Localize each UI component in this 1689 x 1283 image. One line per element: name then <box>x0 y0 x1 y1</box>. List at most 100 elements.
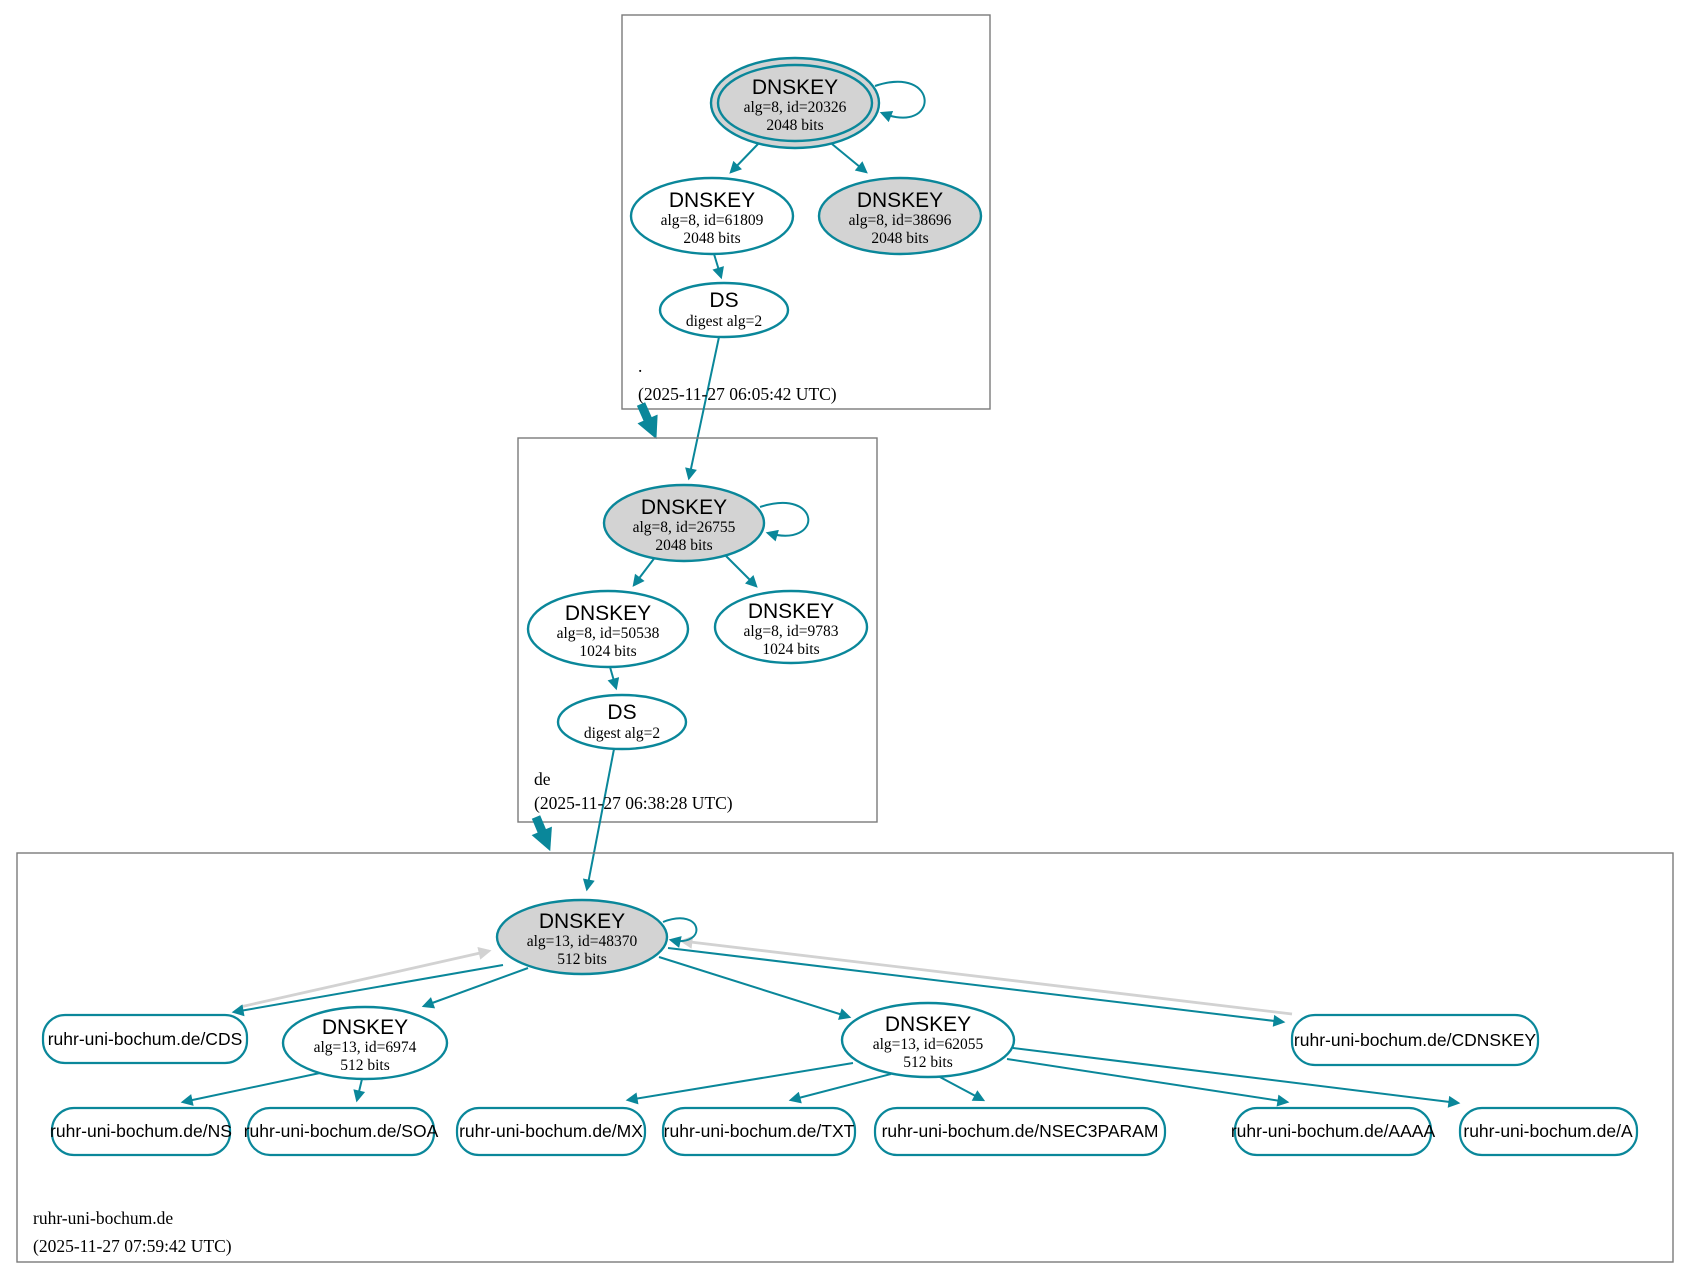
node-title: DNSKEY <box>565 602 651 625</box>
dnskey-62055-ellipse <box>840 1001 1016 1079</box>
rrset-node-cdnskey[interactable]: ruhr-uni-bochum.de/CDNSKEY <box>1290 1013 1540 1067</box>
delegation-arrow-root-to-de <box>636 402 658 440</box>
dnskey-node-38696[interactable]: DNSKEY alg=8, id=38696 2048 bits <box>817 176 983 256</box>
edge-root-ds-to-de-ksk <box>685 336 720 481</box>
edge-de-ds-to-rub-ksk <box>582 748 615 892</box>
zone-root-label: . <box>638 356 642 376</box>
edge-de-ksk-self-loop <box>759 501 810 542</box>
rrset-label: ruhr-uni-bochum.de/SOA <box>244 1121 439 1141</box>
zone-rub-border <box>16 852 1674 1263</box>
zone-rub-timestamp: (2025-11-27 07:59:42 UTC) <box>33 1236 232 1256</box>
dnskey-20326-outer-ellipse <box>709 56 881 150</box>
rrset-label: ruhr-uni-bochum.de/CDNSKEY <box>1294 1030 1537 1050</box>
node-title: DS <box>709 289 738 312</box>
edge-root-ksk-to-zsk2 <box>831 143 868 174</box>
edge-root-ksk-self-loop <box>874 80 926 123</box>
node-alg: alg=8, id=9783 <box>744 623 839 640</box>
dnskey-node-48370[interactable]: DNSKEY alg=13, id=48370 512 bits <box>495 898 669 976</box>
edge-root-zsk-to-ds <box>712 253 724 280</box>
dnskey-26755-ellipse <box>602 483 766 563</box>
edge-zsk62055-to-a <box>1012 1047 1461 1108</box>
edge-zsk6974-to-ns <box>180 1072 321 1106</box>
node-alg: alg=8, id=20326 <box>744 99 847 116</box>
edge-ksk-to-zsk-6974 <box>421 967 529 1009</box>
edge-root-ksk-to-zsk <box>729 143 759 174</box>
node-alg: alg=13, id=6974 <box>314 1039 417 1056</box>
node-title: DNSKEY <box>322 1016 408 1039</box>
edge-cdnskey-to-ksk-gray <box>679 935 1293 1016</box>
node-title: DNSKEY <box>641 496 727 519</box>
dnskey-38696-ellipse <box>817 176 983 256</box>
dnskey-node-20326[interactable]: DNSKEY alg=8, id=20326 2048 bits <box>709 56 881 150</box>
dnskey-50538-ellipse <box>526 589 690 669</box>
edge-zsk62055-to-mx <box>625 1062 854 1105</box>
node-bits: 2048 bits <box>766 117 823 134</box>
rrset-node-mx[interactable]: ruhr-uni-bochum.de/MX <box>455 1106 647 1157</box>
rrset-a-rect <box>1458 1106 1639 1157</box>
node-bits: 1024 bits <box>579 643 636 660</box>
node-alg: alg=13, id=62055 <box>873 1036 984 1053</box>
node-title: DNSKEY <box>885 1013 971 1036</box>
rrset-label: ruhr-uni-bochum.de/CDS <box>48 1029 243 1049</box>
ds-de-ellipse <box>556 693 688 751</box>
edge-ksk-self-loop <box>662 917 698 948</box>
node-title: DNSKEY <box>857 189 943 212</box>
edge-cds-to-ksk-gray <box>239 946 492 1009</box>
rrset-txt-rect <box>661 1106 857 1157</box>
dnskey-node-9783[interactable]: DNSKEY alg=8, id=9783 1024 bits <box>713 589 869 665</box>
rrset-cdnskey-rect <box>1290 1013 1540 1067</box>
edge-zsk62055-to-aaaa <box>1006 1058 1290 1107</box>
rrset-node-soa[interactable]: ruhr-uni-bochum.de/SOA <box>244 1106 439 1157</box>
edge-zsk62055-to-txt <box>788 1073 892 1104</box>
node-alg: alg=13, id=48370 <box>527 933 638 950</box>
node-title: DNSKEY <box>669 189 755 212</box>
dnskey-61809-ellipse <box>629 176 795 256</box>
edge-de-ksk-to-zsk <box>632 555 657 587</box>
rrset-label: ruhr-uni-bochum.de/NSEC3PARAM <box>882 1121 1159 1141</box>
node-alg: alg=8, id=38696 <box>849 212 952 229</box>
edge-zsk6974-to-soa <box>353 1078 366 1103</box>
edge-de-zsk-to-ds <box>607 666 620 691</box>
dnskey-node-26755[interactable]: DNSKEY alg=8, id=26755 2048 bits <box>602 483 766 563</box>
rrset-node-cds[interactable]: ruhr-uni-bochum.de/CDS <box>41 1013 249 1065</box>
zone-de-label: de <box>534 769 551 789</box>
rrset-node-aaaa[interactable]: ruhr-uni-bochum.de/AAAA <box>1231 1106 1436 1157</box>
ds-node-de[interactable]: DS digest alg=2 <box>556 693 688 751</box>
dnskey-20326-inner-ellipse <box>716 63 874 143</box>
rrset-aaaa-rect <box>1233 1106 1433 1157</box>
node-bits: 2048 bits <box>683 230 740 247</box>
node-alg: alg=8, id=50538 <box>557 625 660 642</box>
edge-zsk62055-to-nsec3param <box>937 1075 986 1102</box>
rrset-node-nsec3param[interactable]: ruhr-uni-bochum.de/NSEC3PARAM <box>873 1106 1167 1157</box>
rrset-cds-rect <box>41 1013 249 1065</box>
node-title: DNSKEY <box>748 600 834 623</box>
rrset-label: ruhr-uni-bochum.de/MX <box>459 1121 643 1141</box>
rrset-node-a[interactable]: ruhr-uni-bochum.de/A <box>1458 1106 1639 1157</box>
edge-ksk-to-cdnskey <box>667 947 1286 1027</box>
zone-de: DNSKEY alg=8, id=26755 2048 bits DNSKEY … <box>517 437 878 892</box>
node-bits: 2048 bits <box>655 537 712 554</box>
dnskey-node-6974[interactable]: DNSKEY alg=13, id=6974 512 bits <box>281 1005 449 1081</box>
dnskey-node-62055[interactable]: DNSKEY alg=13, id=62055 512 bits <box>840 1001 1016 1079</box>
dnskey-node-61809[interactable]: DNSKEY alg=8, id=61809 2048 bits <box>629 176 795 256</box>
node-bits: 512 bits <box>340 1057 390 1074</box>
rrset-label: ruhr-uni-bochum.de/A <box>1463 1121 1633 1141</box>
dnskey-node-50538[interactable]: DNSKEY alg=8, id=50538 1024 bits <box>526 589 690 669</box>
rrset-label: ruhr-uni-bochum.de/NS <box>50 1121 232 1141</box>
edge-ksk-to-zsk-62055 <box>658 956 852 1020</box>
zone-de-timestamp: (2025-11-27 06:38:28 UTC) <box>534 793 733 813</box>
delegation-arrow-de-to-rub <box>531 815 552 852</box>
rrset-node-txt[interactable]: ruhr-uni-bochum.de/TXT <box>661 1106 857 1157</box>
node-title: DNSKEY <box>539 910 625 933</box>
zone-rub-label: ruhr-uni-bochum.de <box>33 1208 173 1228</box>
rrset-node-ns[interactable]: ruhr-uni-bochum.de/NS <box>50 1106 232 1157</box>
node-bits: 512 bits <box>557 951 607 968</box>
rrset-mx-rect <box>455 1106 647 1157</box>
rrset-label: ruhr-uni-bochum.de/TXT <box>664 1121 855 1141</box>
zone-root-border <box>621 14 991 410</box>
ds-node-root[interactable]: DS digest alg=2 <box>658 281 790 339</box>
dnskey-6974-ellipse <box>281 1005 449 1081</box>
node-bits: 2048 bits <box>871 230 928 247</box>
